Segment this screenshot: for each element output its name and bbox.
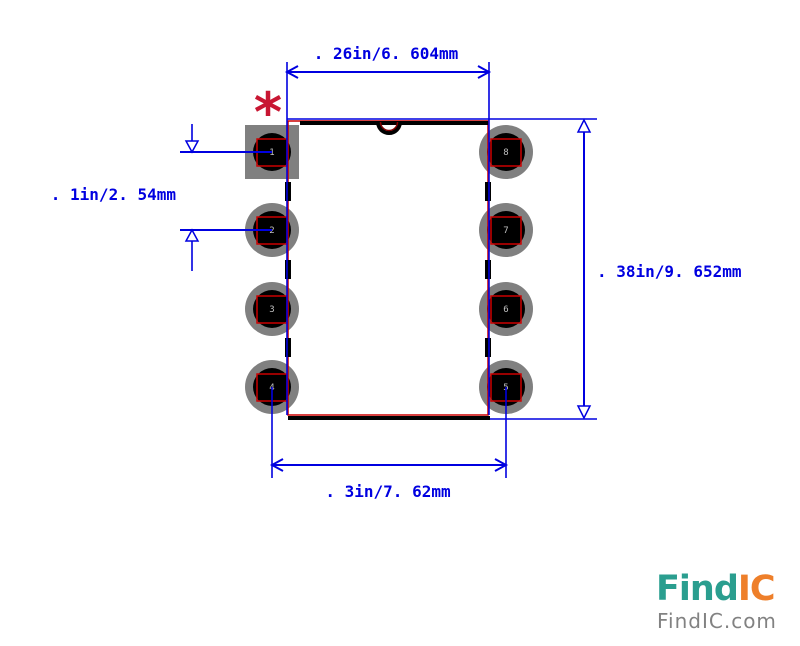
dimension-top-width: . 26in/6. 604mm (284, 44, 492, 415)
right-edge-bar (485, 260, 491, 279)
findic-domain: FindIC.com (657, 609, 777, 633)
pads: 1 2 3 4 (245, 125, 533, 414)
dimension-top-label: . 26in/6. 604mm (314, 44, 459, 63)
pin1-notch (376, 121, 402, 135)
pad-6: 6 (479, 282, 533, 336)
left-edge-bar (285, 338, 291, 357)
pin1-notch-inner (379, 121, 399, 132)
package-body (285, 120, 491, 420)
pad-6-number: 6 (503, 305, 508, 315)
pad-3: 3 (245, 282, 299, 336)
dimension-pin-pitch: . 1in/2. 54mm (51, 124, 272, 271)
pad-7: 7 (479, 203, 533, 257)
dimension-pitch-label: . 1in/2. 54mm (51, 185, 177, 204)
findic-logo: FindIC (656, 569, 776, 609)
pad-6-hole (487, 290, 525, 328)
dimension-bottom-label: . 3in/7. 62mm (325, 482, 451, 501)
pad-8-outline (490, 138, 522, 167)
pad-3-number: 3 (269, 305, 274, 315)
body-outline (287, 120, 489, 416)
pad-8-number: 8 (503, 148, 508, 158)
arrow-down-icon (576, 405, 592, 420)
pad-3-hole (253, 290, 291, 328)
arrow-right-icon (477, 65, 492, 79)
arrow-up-icon (576, 118, 592, 133)
right-edge-bar (485, 338, 491, 357)
dimension-height-label: . 38in/9. 652mm (597, 262, 742, 281)
arrow-right-icon (494, 458, 509, 472)
logo-text-ic: IC (737, 569, 776, 609)
pad-7-number: 7 (503, 226, 508, 236)
pin1-marker-asterisk: * (254, 81, 282, 144)
arrow-down-icon (184, 140, 200, 154)
pad-6-outline (490, 295, 522, 324)
pad-8: 8 (479, 125, 533, 179)
dimension-bottom-span: . 3in/7. 62mm (269, 387, 509, 501)
pad-8-hole (487, 133, 525, 171)
right-edge-bar (485, 182, 491, 201)
left-edge-bar (285, 182, 291, 201)
left-edge-bar (285, 260, 291, 279)
arrow-up-icon (184, 228, 200, 242)
arrow-left-icon (269, 458, 284, 472)
logo-text-find: Find (656, 569, 739, 609)
pad-7-outline (490, 216, 522, 245)
arrow-left-icon (284, 65, 299, 79)
dimension-right-height: . 38in/9. 652mm (287, 118, 742, 420)
pad-7-hole (487, 211, 525, 249)
